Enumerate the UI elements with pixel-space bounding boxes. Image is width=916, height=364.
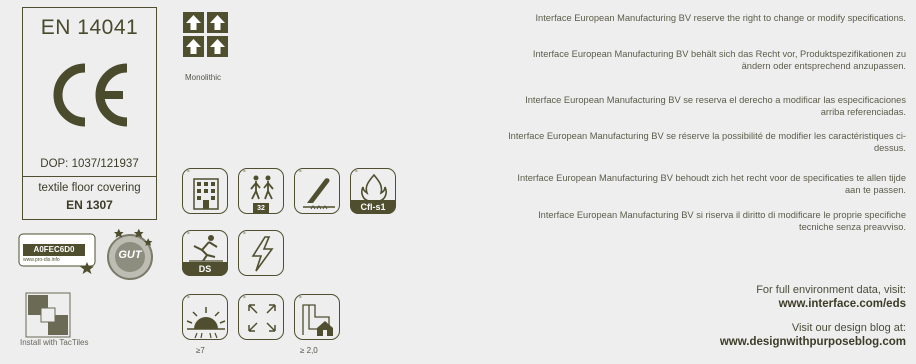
fire-class-pictogram: ° Cfl-s1 bbox=[350, 168, 396, 214]
expand-arrows-icon bbox=[248, 304, 276, 332]
tactiles-badge bbox=[22, 291, 72, 341]
heated-house-icon bbox=[302, 304, 333, 336]
arrow-up-icon bbox=[207, 12, 228, 33]
lightfastness-pictogram: ° bbox=[182, 294, 228, 340]
pro-dis-code: A0FEC6D0 bbox=[33, 245, 75, 254]
environment-data-label: For full environment data, visit: bbox=[756, 284, 906, 296]
gut-seal-icon bbox=[107, 228, 153, 280]
person-slipping-icon bbox=[189, 235, 223, 262]
disclaimer-it: Interface European Manufacturing BV si r… bbox=[538, 210, 906, 232]
office-building-icon bbox=[193, 178, 219, 210]
design-blog-label: Visit our design blog at: bbox=[791, 322, 906, 334]
lightning-bolt-icon bbox=[251, 236, 274, 272]
castor-chair-pictogram: ° bbox=[294, 168, 340, 214]
sun-icon bbox=[186, 307, 226, 339]
disclaimer-nl: Interface European Manufacturing BV beho… bbox=[517, 173, 906, 195]
arrow-up-icon bbox=[207, 36, 228, 57]
electrostatic-pictogram: ° bbox=[238, 230, 284, 276]
arrow-up-icon bbox=[183, 12, 204, 33]
pro-dis-site: www.pro-dis.info bbox=[23, 257, 60, 263]
commercial-use-pictogram: ° bbox=[182, 168, 228, 214]
declaration-of-performance: DOP: 1037/121937 bbox=[40, 158, 139, 170]
norm-code: EN 1307 bbox=[66, 198, 113, 212]
standard-title: EN 14041 bbox=[40, 16, 139, 39]
arrow-up-icon bbox=[183, 36, 204, 57]
monolithic-caption: Monolithic bbox=[185, 73, 222, 82]
product-type: textile floor covering bbox=[38, 182, 141, 194]
pro-dis-badge: A0FEC6D0 www.pro-dis.info bbox=[18, 232, 98, 274]
pro-dis-badge-frame bbox=[18, 233, 96, 267]
tactiles-caption: Install with TacTiles bbox=[20, 338, 89, 347]
environment-data-link[interactable]: www.interface.com/eds bbox=[778, 298, 906, 310]
usage-class-value: 32 bbox=[253, 203, 269, 214]
disclaimer-de: Interface European Manufacturing BV behä… bbox=[532, 49, 906, 71]
usage-class-pictogram: ° 32 bbox=[238, 168, 284, 214]
box-divider bbox=[23, 176, 156, 177]
gut-badge: GUT bbox=[100, 228, 160, 284]
antistatic-value: DS bbox=[182, 262, 228, 276]
lightfastness-value: ≥7 bbox=[196, 346, 205, 355]
fire-class-value: Cfl-s1 bbox=[350, 200, 396, 214]
disclaimer-en: Interface European Manufacturing BV rese… bbox=[535, 13, 906, 23]
monolithic-installation-icon bbox=[183, 12, 229, 58]
star-icon bbox=[80, 262, 94, 274]
design-blog-link[interactable]: www.designwithpurposeblog.com bbox=[719, 336, 906, 348]
antistatic-pictogram: ° DS bbox=[182, 230, 228, 276]
people-walking-icon bbox=[250, 175, 274, 200]
chair-castor-icon bbox=[303, 178, 335, 210]
ce-mark-icon bbox=[53, 63, 128, 127]
disclaimer-es: Interface European Manufacturing BV se r… bbox=[525, 95, 906, 117]
dimensional-stability-pictogram: ° bbox=[238, 294, 284, 340]
gut-label: GUT bbox=[118, 249, 142, 261]
ce-certificate-box: EN 14041 DOP: 1037/121937 textile floor … bbox=[22, 7, 157, 220]
tactiles-icon bbox=[25, 292, 71, 338]
disclaimer-fr: Interface European Manufacturing BV se r… bbox=[508, 131, 906, 153]
underfloor-heating-pictogram: ° bbox=[294, 294, 340, 340]
dimensional-stability-value: ≥ 2,0 bbox=[300, 346, 318, 355]
